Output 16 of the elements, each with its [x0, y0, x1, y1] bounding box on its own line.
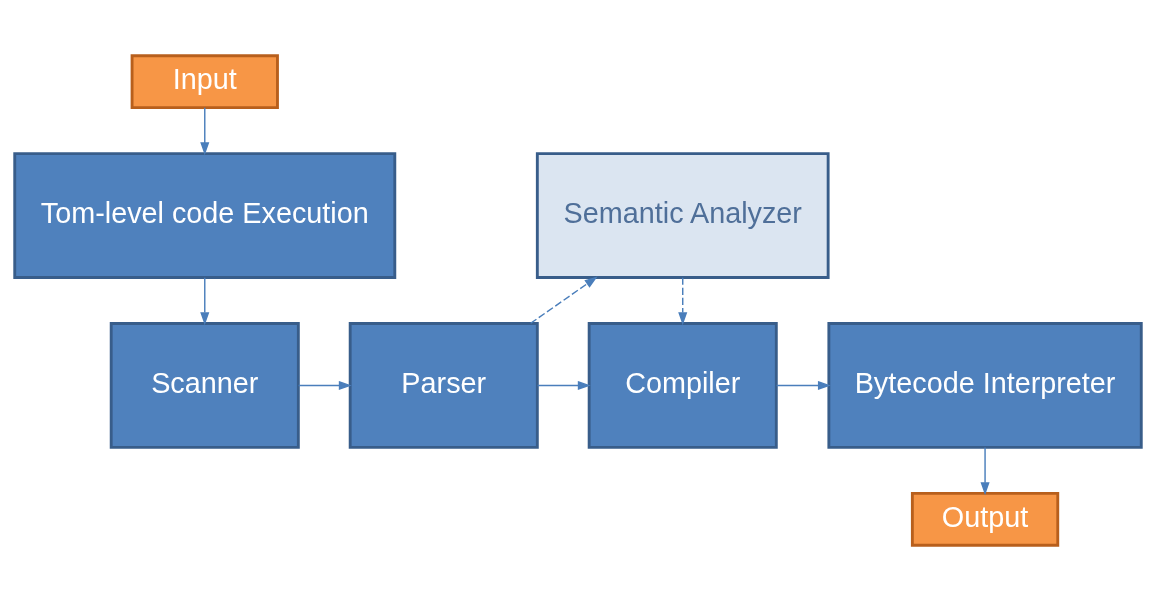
arrow [200, 276, 210, 325]
arrow [200, 106, 210, 155]
arrow [529, 276, 598, 324]
arrow [775, 380, 831, 390]
arrow [678, 276, 688, 325]
node-box: Tom-level code Execution [13, 151, 397, 279]
node-box: Input [130, 53, 279, 109]
node-box: Parser [348, 321, 539, 449]
node-box: Semantic Analyzer [535, 151, 830, 279]
node-box: Scanner [109, 321, 300, 449]
arrow [297, 380, 352, 390]
arrow [536, 380, 591, 390]
arrow [980, 446, 990, 495]
node-box: Compiler [587, 321, 778, 449]
node-box: Bytecode Interpreter [827, 321, 1143, 449]
node-box: Output [910, 491, 1060, 547]
